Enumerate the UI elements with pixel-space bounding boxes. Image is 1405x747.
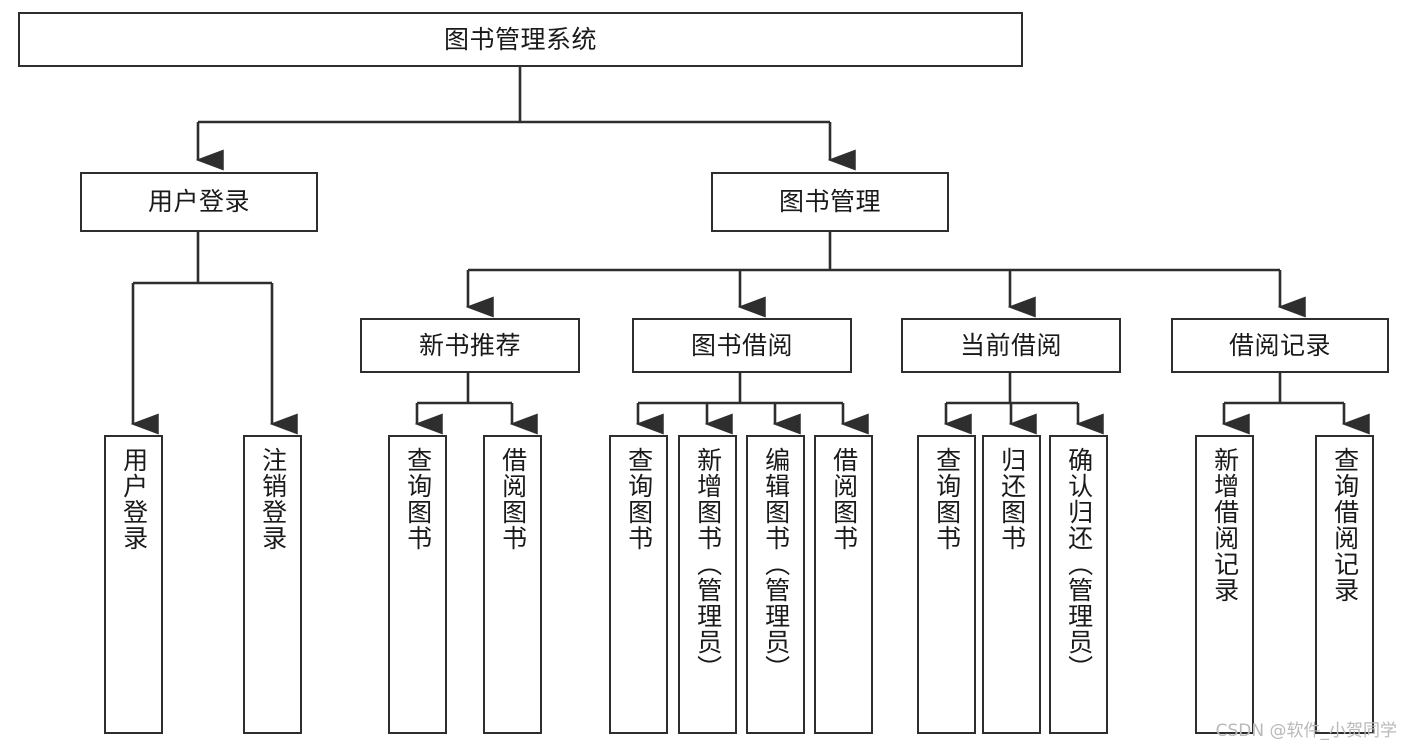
node-label: 编辑图书（管理员）	[761, 447, 791, 681]
connector-group-user-login	[130, 232, 298, 435]
node-label: 用户登录	[147, 187, 250, 217]
leaf-user-login-logout[interactable]: 注销登录	[243, 435, 302, 734]
node-label: 归还图书	[997, 447, 1027, 551]
node-label: 确认归还（管理员）	[1064, 447, 1094, 681]
leaf-current-borrow-return[interactable]: 归还图书	[982, 435, 1041, 734]
connector-group-book-borrow	[635, 373, 869, 435]
node-label: 借阅图书	[498, 447, 528, 551]
node-label: 注销登录	[258, 447, 288, 551]
connector-group-root	[195, 67, 856, 171]
node-label: 借阅图书	[829, 447, 859, 551]
node-label: 图书管理	[778, 187, 881, 217]
node-root-library-system[interactable]: 图书管理系统	[18, 12, 1023, 67]
node-borrow-record[interactable]: 借阅记录	[1171, 318, 1389, 373]
node-label: 新增借阅记录	[1210, 447, 1240, 603]
node-label: 查询借阅记录	[1330, 447, 1360, 603]
leaf-current-borrow-query[interactable]: 查询图书	[917, 435, 976, 734]
connector-group-book-manage	[465, 232, 1306, 318]
node-label: 当前借阅	[959, 330, 1062, 360]
connector-group-current-borrow	[943, 373, 1104, 435]
leaf-user-login-login[interactable]: 用户登录	[104, 435, 163, 734]
node-book-management[interactable]: 图书管理	[711, 172, 949, 232]
leaf-borrow-record-query[interactable]: 查询借阅记录	[1315, 435, 1374, 734]
leaf-current-borrow-confirm-return[interactable]: 确认归还（管理员）	[1049, 435, 1108, 734]
node-current-borrow[interactable]: 当前借阅	[901, 318, 1121, 373]
leaf-book-borrow-borrow[interactable]: 借阅图书	[814, 435, 873, 734]
node-label: 查询图书	[624, 447, 654, 551]
node-new-book-recommend[interactable]: 新书推荐	[360, 318, 580, 373]
node-label: 查询图书	[403, 447, 433, 551]
node-label: 图书借阅	[690, 330, 793, 360]
node-book-borrow[interactable]: 图书借阅	[632, 318, 852, 373]
node-label: 查询图书	[932, 447, 962, 551]
connector-group-new-book	[414, 373, 538, 435]
leaf-book-borrow-add[interactable]: 新增图书（管理员）	[678, 435, 737, 734]
leaf-new-book-query[interactable]: 查询图书	[388, 435, 447, 734]
connector-group-borrow-record	[1221, 373, 1370, 435]
node-label: 图书管理系统	[443, 24, 597, 54]
leaf-book-borrow-query[interactable]: 查询图书	[609, 435, 668, 734]
leaf-new-book-borrow[interactable]: 借阅图书	[483, 435, 542, 734]
leaf-borrow-record-add[interactable]: 新增借阅记录	[1195, 435, 1254, 734]
leaf-book-borrow-edit[interactable]: 编辑图书（管理员）	[746, 435, 805, 734]
node-label: 新书推荐	[418, 330, 521, 360]
node-label: 新增图书（管理员）	[693, 447, 723, 681]
node-label: 借阅记录	[1228, 330, 1331, 360]
node-user-login[interactable]: 用户登录	[80, 172, 318, 232]
node-label: 用户登录	[119, 447, 149, 551]
